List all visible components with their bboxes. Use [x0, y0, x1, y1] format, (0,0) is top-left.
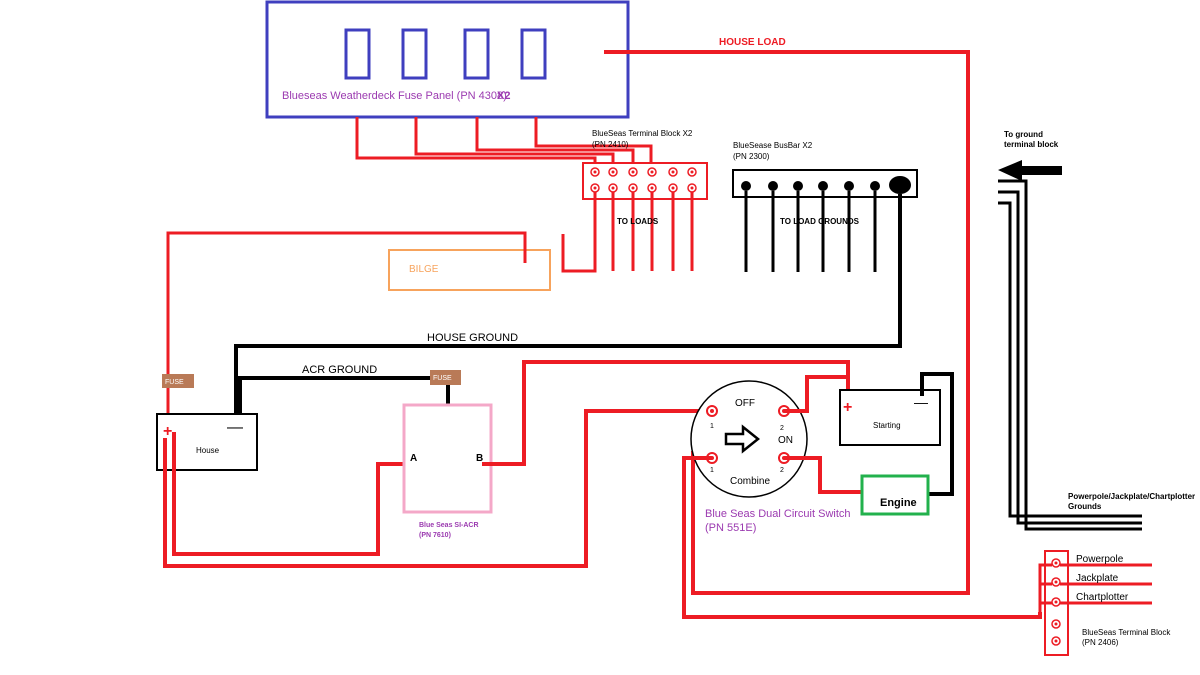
- switch-t2-bottom-num: 2: [780, 467, 784, 474]
- switch-to-electronics-wire: [682, 456, 1042, 619]
- terminal-block-bottom-pn: (PN 2406): [1082, 638, 1119, 647]
- starting-battery-minus: —: [914, 394, 928, 410]
- switch-pn: (PN 551E): [705, 522, 756, 534]
- engine: Engine: [860, 474, 930, 516]
- fuse-acr-label: FUSE: [433, 375, 452, 382]
- switch-off-label: OFF: [735, 398, 755, 409]
- fuse-house-label: FUSE: [165, 379, 184, 386]
- starting-battery-label: Starting: [873, 421, 901, 430]
- fuse-panel: Blueseas Weatherdeck Fuse Panel (PN 4308…: [265, 0, 630, 119]
- terminal-block-bottom: Powerpole Jackplate Chartplotter BlueSea…: [1038, 550, 1171, 656]
- switch-t1-top-num: 1: [710, 423, 714, 430]
- fuse-slot-1: [344, 28, 371, 80]
- terminal-block-top-label: BlueSeas Terminal Block X2: [592, 129, 693, 138]
- switch-to-engine-wire: [784, 456, 862, 494]
- switch-combine-label: Combine: [730, 476, 770, 487]
- switch-on-label: ON: [778, 435, 793, 446]
- acr-terminal-a: A: [410, 453, 417, 464]
- load-wires: [561, 192, 694, 273]
- starting-battery-plus: +: [843, 399, 852, 416]
- to-load-grounds-label: TO LOAD GROUNDS: [780, 217, 860, 226]
- switch-t1-bottom-num: 1: [710, 467, 714, 474]
- switch-arrow-icon: [724, 424, 761, 454]
- electronics-grounds-line1: Powerpole/Jackplate/Chartplotter: [1068, 492, 1195, 501]
- starting-battery: + — Starting: [839, 389, 941, 446]
- switch-to-starting-wire: [784, 375, 848, 413]
- fuse-house: FUSE: [162, 374, 194, 388]
- fuse-slot-3: [463, 28, 490, 80]
- busbar-label: BlueSease BusBar X2: [733, 141, 813, 150]
- switch-t2-top-num: 2: [780, 425, 784, 432]
- bilge-label: BILGE: [409, 264, 439, 275]
- bilge-wire: [166, 231, 527, 414]
- fuse-panel-qty: X2: [497, 90, 510, 102]
- to-loads-label: TO LOADS: [617, 217, 659, 226]
- electronics-grounds-line2: Grounds: [1068, 502, 1102, 511]
- acr-name: Blue Seas SI-ACR: [419, 522, 479, 529]
- house-ground-wire: HOUSE GROUND: [234, 194, 902, 424]
- busbar-pn: (PN 2300): [733, 152, 770, 161]
- house-to-switch-wire: [163, 409, 712, 568]
- fuse-slot-2: [401, 28, 428, 80]
- acr-ground-label: ACR GROUND: [302, 364, 377, 376]
- acr-terminal-b: B: [476, 453, 483, 464]
- starting-ground-wire: [920, 372, 954, 496]
- house-load-label: HOUSE LOAD: [719, 37, 786, 48]
- terminal-item-chartplotter: Chartplotter: [1076, 592, 1129, 603]
- house-to-acr-wire: [172, 432, 407, 556]
- terminal-block-bottom-label: BlueSeas Terminal Block: [1082, 628, 1171, 637]
- house-ground-label: HOUSE GROUND: [427, 332, 518, 344]
- terminal-item-powerpole: Powerpole: [1076, 554, 1124, 565]
- terminal-block-top: BlueSeas Terminal Block X2 (PN 2410) TO …: [561, 129, 708, 273]
- fuse-acr: FUSE: [430, 370, 461, 385]
- fuse-panel-label: Blueseas Weatherdeck Fuse Panel (PN 4308…: [282, 90, 507, 102]
- fuse-slot-4: [520, 28, 547, 80]
- house-battery-plus: +: [163, 423, 172, 440]
- acr-pn: (PN 7610): [419, 532, 451, 539]
- house-battery-minus: —: [227, 419, 243, 436]
- ground-wires: [744, 191, 877, 272]
- engine-label: Engine: [880, 497, 917, 509]
- to-ground-indicator: To ground terminal block: [998, 130, 1062, 181]
- terminal-item-jackplate: Jackplate: [1076, 573, 1119, 584]
- busbar: BlueSease BusBar X2 (PN 2300) TO LOAD GR…: [732, 141, 918, 272]
- acr-relay: A B Blue Seas SI-ACR (PN 7610): [402, 403, 493, 539]
- to-ground-line1: To ground: [1004, 130, 1043, 139]
- arrow-left-icon: [998, 160, 1062, 181]
- terminal-block-top-pn: (PN 2410): [592, 140, 629, 149]
- house-battery-label: House: [196, 446, 220, 455]
- electronics-ground-wires: [998, 179, 1142, 531]
- bilge-pump: BILGE: [388, 249, 551, 291]
- switch-name: Blue Seas Dual Circuit Switch: [705, 508, 851, 520]
- dual-circuit-switch: 1 2 1 2 OFF ON Combine Blue Seas Dual Ci…: [690, 380, 851, 534]
- to-ground-line2: terminal block: [1004, 140, 1059, 149]
